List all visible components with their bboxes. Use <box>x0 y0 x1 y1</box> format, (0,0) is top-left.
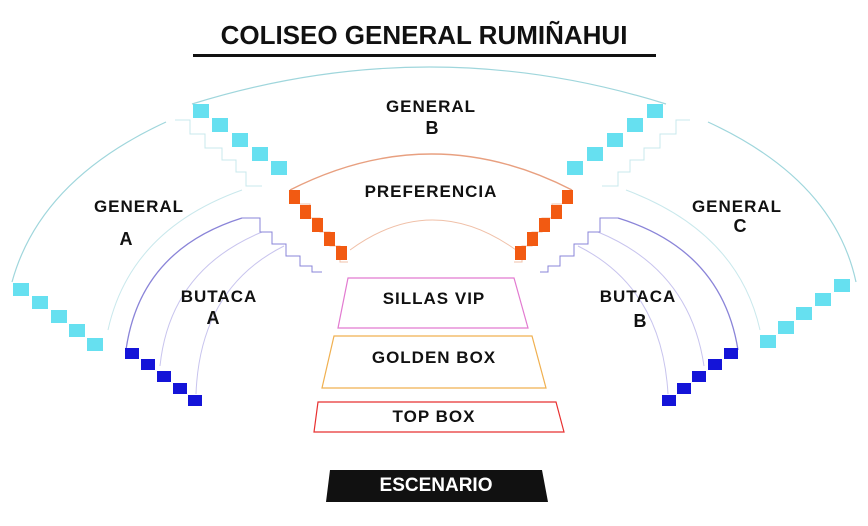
general-b-inner-step-right <box>602 119 690 187</box>
butaca-b-inner-step <box>540 217 618 273</box>
seat-block <box>567 161 583 175</box>
top-box-label: TOP BOX <box>393 407 476 426</box>
general-c-inner-arc <box>625 189 761 331</box>
seat-block <box>527 232 538 246</box>
general-c-label-line1: GENERAL <box>692 197 782 216</box>
seat-block <box>51 310 67 323</box>
section-golden-box[interactable]: GOLDEN BOX <box>321 335 547 389</box>
butaca-b-label-line1: BUTACA <box>600 287 677 306</box>
seat-block <box>271 161 287 175</box>
seat-block <box>562 190 573 204</box>
sillas-vip-outline <box>337 277 529 329</box>
butaca-a-inner-step <box>242 217 322 273</box>
seat-block <box>252 147 268 161</box>
butaca-a-inner-arc-1 <box>159 231 263 367</box>
general-a-outer-arc <box>11 121 167 283</box>
seat-block <box>607 133 623 147</box>
butaca-b-inner-arc-1 <box>597 231 705 367</box>
butaca-b-outer-arc <box>617 217 739 351</box>
seat-block <box>515 246 526 260</box>
butaca-a-rows <box>125 348 202 406</box>
seat-block <box>677 383 691 394</box>
butaca-b-rows <box>662 348 738 406</box>
general-b-outer-arc <box>191 66 667 105</box>
section-general-c[interactable]: GENERAL C <box>625 121 857 348</box>
seat-block <box>587 147 603 161</box>
seat-block <box>173 383 187 394</box>
golden-box-label: GOLDEN BOX <box>372 348 496 367</box>
seat-block <box>193 104 209 118</box>
seat-block <box>778 321 794 334</box>
seat-block <box>232 133 248 147</box>
butaca-a-inner-arc-2 <box>195 245 285 395</box>
preferencia-label: PREFERENCIA <box>365 182 498 201</box>
seat-block <box>324 232 335 246</box>
general-b-label-line1: GENERAL <box>386 97 476 116</box>
section-top-box[interactable]: TOP BOX <box>313 401 565 433</box>
seat-block <box>87 338 103 351</box>
seat-block <box>834 279 850 292</box>
stage-area: ESCENARIO <box>326 470 548 502</box>
golden-box-outline <box>321 335 547 389</box>
general-b-rows <box>193 104 663 175</box>
stage-label: ESCENARIO <box>380 475 493 496</box>
section-general-b[interactable]: GENERAL B <box>175 66 690 187</box>
seat-block <box>627 118 643 132</box>
seat-block <box>157 371 171 382</box>
seat-block <box>212 118 228 132</box>
general-a-rows <box>13 283 103 351</box>
seat-block <box>724 348 738 359</box>
section-preferencia[interactable]: PREFERENCIA <box>289 153 573 263</box>
stage-shape <box>326 470 548 502</box>
seat-block <box>141 359 155 370</box>
seat-block <box>708 359 722 370</box>
general-b-inner-step-left <box>175 119 262 187</box>
seat-block <box>692 371 706 382</box>
venue-title: COLISEO GENERAL RUMIÑAHUI <box>221 20 628 50</box>
seat-block <box>312 218 323 232</box>
section-butaca-a[interactable]: BUTACA A <box>125 217 322 406</box>
seat-block <box>551 205 562 219</box>
seat-block <box>289 190 300 204</box>
top-box-outline <box>313 401 565 433</box>
butaca-b-inner-arc-2 <box>577 245 669 395</box>
seat-block <box>13 283 29 296</box>
seat-block <box>815 293 831 306</box>
preferencia-inner-arc <box>349 219 517 251</box>
seat-block <box>32 296 48 309</box>
seat-block <box>796 307 812 320</box>
general-c-rows <box>760 279 850 348</box>
butaca-a-outer-arc <box>125 217 243 351</box>
preferencia-outer-arc <box>289 153 573 191</box>
general-c-outer-arc <box>707 121 857 283</box>
seat-block <box>662 395 676 406</box>
sillas-vip-label: SILLAS VIP <box>383 289 486 308</box>
seat-block <box>300 205 311 219</box>
butaca-b-label-line2: B <box>634 311 647 331</box>
seat-block <box>539 218 550 232</box>
general-c-label-line2: C <box>734 216 747 236</box>
general-a-inner-arc <box>107 189 243 331</box>
general-a-label-line2: A <box>120 229 133 249</box>
butaca-a-label-line2: A <box>207 308 220 328</box>
section-butaca-b[interactable]: BUTACA B <box>540 217 739 406</box>
seat-block <box>188 395 202 406</box>
section-general-a[interactable]: GENERAL A <box>11 121 243 351</box>
seat-block <box>336 246 347 260</box>
seat-block <box>647 104 663 118</box>
general-a-label-line1: GENERAL <box>94 197 184 216</box>
section-sillas-vip[interactable]: SILLAS VIP <box>337 277 529 329</box>
seat-block <box>125 348 139 359</box>
butaca-a-label-line1: BUTACA <box>181 287 258 306</box>
general-b-label-line2: B <box>426 118 439 138</box>
preferencia-rows <box>289 190 573 260</box>
seat-block <box>69 324 85 337</box>
seat-block <box>760 335 776 348</box>
title-underline <box>193 54 656 57</box>
